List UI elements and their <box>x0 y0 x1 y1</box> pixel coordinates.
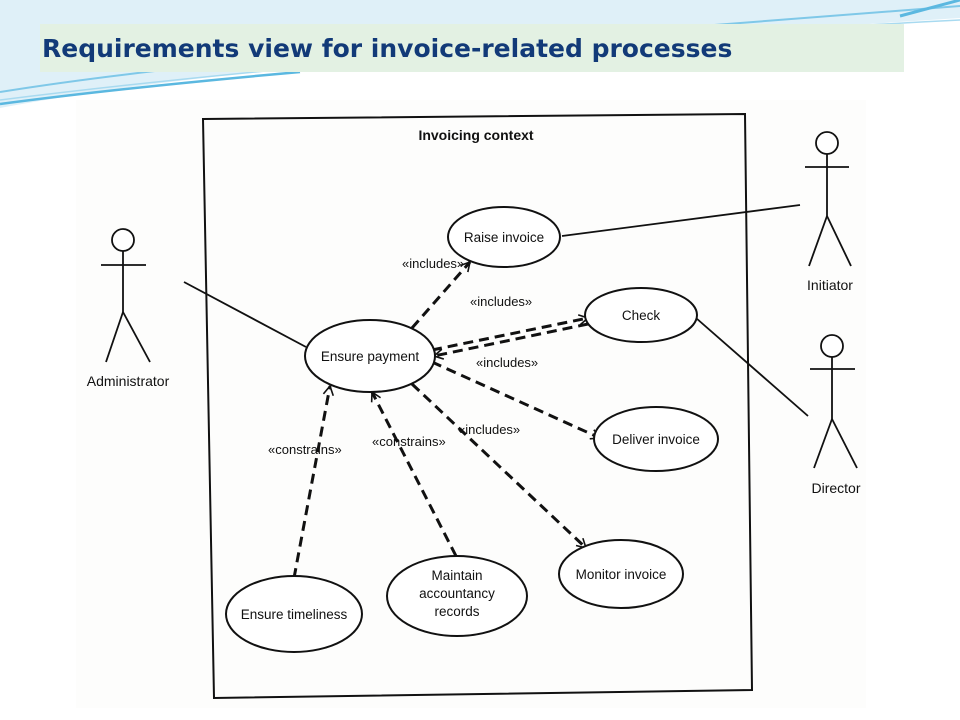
actor-administrator: Administrator <box>87 228 170 389</box>
relation-label-deliver-invoice: «includes» <box>458 422 520 437</box>
use-case-check: Check <box>584 287 698 343</box>
relation-labels: «includes» «includes» «includes» «includ… <box>268 256 538 457</box>
actor-director: Director <box>810 334 861 496</box>
actor-label-director: Director <box>811 480 860 496</box>
actors: Administrator Initiator Director <box>87 131 861 496</box>
use-case-label-line-1: Maintain <box>431 568 482 583</box>
actor-label-initiator: Initiator <box>807 277 853 293</box>
use-case-maintain-accountancy-records: Maintain accountancy records <box>386 555 528 637</box>
use-case-label: Raise invoice <box>464 230 544 245</box>
slide-title-bar: Requirements view for invoice-related pr… <box>40 24 904 72</box>
slide-title: Requirements view for invoice-related pr… <box>42 33 733 63</box>
association-administrator-ensure-payment <box>183 281 307 348</box>
use-case-ensure-payment: Ensure payment <box>304 319 436 393</box>
include-arrow-check <box>431 314 590 352</box>
use-case-label: Check <box>622 308 661 323</box>
actor-initiator: Initiator <box>805 131 853 293</box>
use-cases: Raise invoice Ensure payment Check Deliv… <box>225 206 719 653</box>
constrains-arrow-maintain-records <box>370 390 458 557</box>
include-arrow-deliver-invoice <box>431 360 602 440</box>
use-case-label: Ensure payment <box>321 349 420 364</box>
association-director-check <box>695 317 809 417</box>
use-case-label: Ensure timeliness <box>241 607 348 622</box>
relation-label-raise-invoice: «includes» <box>402 256 464 271</box>
use-case-raise-invoice: Raise invoice <box>447 206 561 268</box>
use-case-label-line-3: records <box>434 604 479 619</box>
use-case-monitor-invoice: Monitor invoice <box>558 539 684 609</box>
actor-label-administrator: Administrator <box>87 373 170 389</box>
constrains-arrow-ensure-timeliness <box>292 384 335 579</box>
relation-label-maintain-records: «constrains» <box>372 434 446 449</box>
use-case-label: Monitor invoice <box>576 567 667 582</box>
use-case-ensure-timeliness: Ensure timeliness <box>225 575 363 653</box>
relation-label-ensure-timeliness: «constrains» <box>268 442 342 457</box>
association-initiator-raise-invoice <box>561 204 801 237</box>
use-case-deliver-invoice: Deliver invoice <box>593 406 719 472</box>
relation-label-check-return: «includes» <box>476 355 538 370</box>
relation-label-check: «includes» <box>470 294 532 309</box>
dependency-arrows <box>292 260 602 579</box>
include-arrow-raise-invoice <box>410 260 472 329</box>
actor-associations <box>183 204 809 417</box>
use-case-label: Deliver invoice <box>612 432 700 447</box>
include-arrow-check-return <box>432 322 589 360</box>
include-arrow-monitor-invoice <box>410 382 588 550</box>
system-boundary-label: Invoicing context <box>418 127 533 143</box>
system-boundary: Invoicing context <box>201 112 754 700</box>
use-case-label-line-2: accountancy <box>419 586 495 601</box>
